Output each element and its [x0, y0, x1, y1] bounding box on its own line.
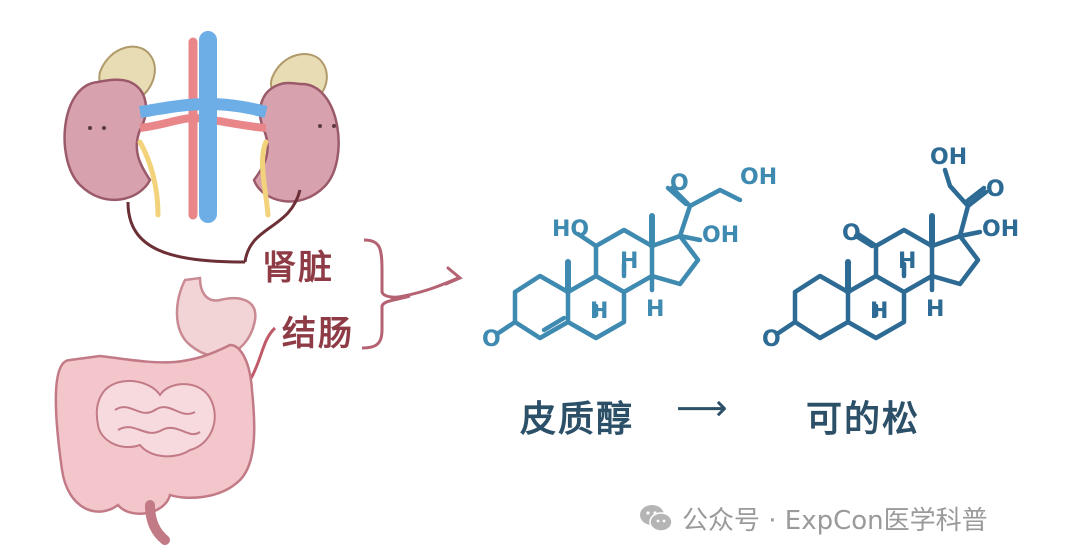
cortisol-oh-c17-label: OH [702, 223, 739, 248]
left-kidney [63, 78, 152, 202]
colon-label: 结肠 [282, 314, 354, 354]
cortisone-h1-label: H [898, 249, 916, 274]
bracket-arrow [390, 266, 463, 300]
cortisone-oh-top-label: OH [930, 145, 967, 170]
cortisone-h3-label: H [926, 297, 944, 322]
renal-arteries [139, 114, 267, 132]
cortisol-c20-o-label: O [670, 171, 689, 196]
small-intestine-loops [114, 406, 201, 435]
right-kidney [252, 81, 340, 203]
cortisol-h3-label: H [646, 297, 664, 322]
small-intestine [95, 379, 216, 458]
cortisone-oh-c17-label: OH [982, 217, 1019, 242]
stomach [175, 276, 257, 358]
cortisone-ketone-o-label: O [762, 327, 781, 352]
cortisol-h1-label: H [620, 249, 638, 274]
rectum [145, 500, 170, 545]
kidney-leader-line [126, 189, 302, 264]
cortisone-name: 可的松 [806, 399, 921, 440]
cortisol-name: 皮质醇 [520, 399, 635, 440]
cortisol-ho-label: HO [552, 217, 589, 242]
conversion-arrow: ⟶ [676, 388, 728, 429]
cortisol-oh-top-label: OH [740, 165, 777, 190]
renal-veins [139, 98, 268, 118]
cortisone-c11-o-label: O [842, 221, 861, 246]
watermark: 公众号 · ExpCon医学科普 [638, 500, 988, 536]
right-ureter [260, 139, 271, 218]
watermark-text: 公众号 · ExpCon医学科普 [682, 505, 988, 536]
wechat-icon [638, 503, 674, 533]
cortisol-h2-label: H [590, 299, 608, 324]
cortisol-ketone-o-label: O [482, 327, 501, 352]
colon-leader-line [248, 326, 277, 381]
kidney-label: 肾脏 [262, 248, 334, 288]
cortisone-c20-o-label: O [986, 177, 1005, 202]
left-ureter [137, 139, 161, 218]
cortisone-h2-label: H [870, 299, 888, 324]
